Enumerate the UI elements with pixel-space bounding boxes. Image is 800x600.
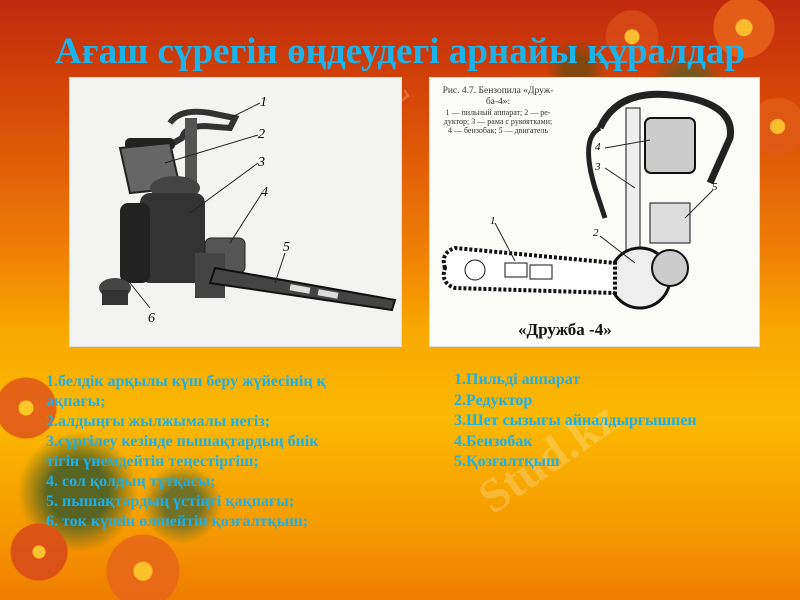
slide-title: Ағаш сүрегін өңдеудегі арнайы құралдар (55, 31, 745, 72)
list-item: 5. пышақтардың үстіңгі қақпағы; (46, 493, 295, 510)
saw-name-label: «Дружба -4» (518, 320, 612, 339)
label-5: 5 (712, 181, 718, 193)
label-1: 1 (260, 95, 267, 110)
list-item: 2.алдыңғы жылжымалы негіз; (46, 413, 271, 430)
druzhba-illustration: 4 3 5 2 1 (441, 90, 734, 310)
list-item: 5.Қозғалтқыш (454, 453, 560, 470)
list-item: 4.Бензобак (454, 432, 533, 450)
list-item: 4. сол қолдың тұтқасы; (46, 473, 216, 490)
list-item: 2.Редуктор (454, 391, 533, 409)
chainsaw-illustration: 1 2 3 4 5 6 (99, 95, 397, 326)
label-5: 5 (283, 240, 290, 255)
list-item: тігін үнемдейтін теңестіргіш; (46, 453, 259, 470)
label-4: 4 (261, 185, 268, 200)
figure-caption: Рис. 4.7. Бензопила «Друж- ба-4»: 1 — пи… (442, 86, 554, 135)
list-item: 3.Шет сызығы айналдырғышпен (454, 412, 697, 429)
list-item: ақпағы; (46, 393, 106, 410)
label-3: 3 (257, 155, 265, 170)
druzhba-diagram: 4 3 5 2 1 Рис. 4.7. Бензопила «Друж- ба-… (429, 77, 760, 347)
chainsaw-photo: 1 2 3 4 5 6 (69, 77, 402, 347)
left-parts-list: 1.белдік арқылы күш беру жүйесінің қ ақп… (46, 372, 436, 532)
label-1: 1 (490, 215, 496, 227)
label-2: 2 (593, 227, 599, 239)
label-4: 4 (595, 141, 601, 153)
label-6: 6 (148, 311, 155, 326)
list-item: 1.белдік арқылы күш беру жүйесінің қ (46, 373, 326, 390)
list-item: 6. ток күшін өлшейтін қозғалтқыш; (46, 513, 309, 530)
flower-decoration-bottom-left (0, 360, 260, 600)
label-2: 2 (258, 127, 265, 142)
list-item: 1.Пильді аппарат (454, 371, 581, 388)
right-parts-list: 1.Пильді аппарат 2.Редуктор 3.Шет сызығы… (454, 370, 774, 473)
list-item: 3.сүргілеу кезінде пышақтардың биік (46, 433, 319, 450)
label-3: 3 (594, 161, 601, 173)
